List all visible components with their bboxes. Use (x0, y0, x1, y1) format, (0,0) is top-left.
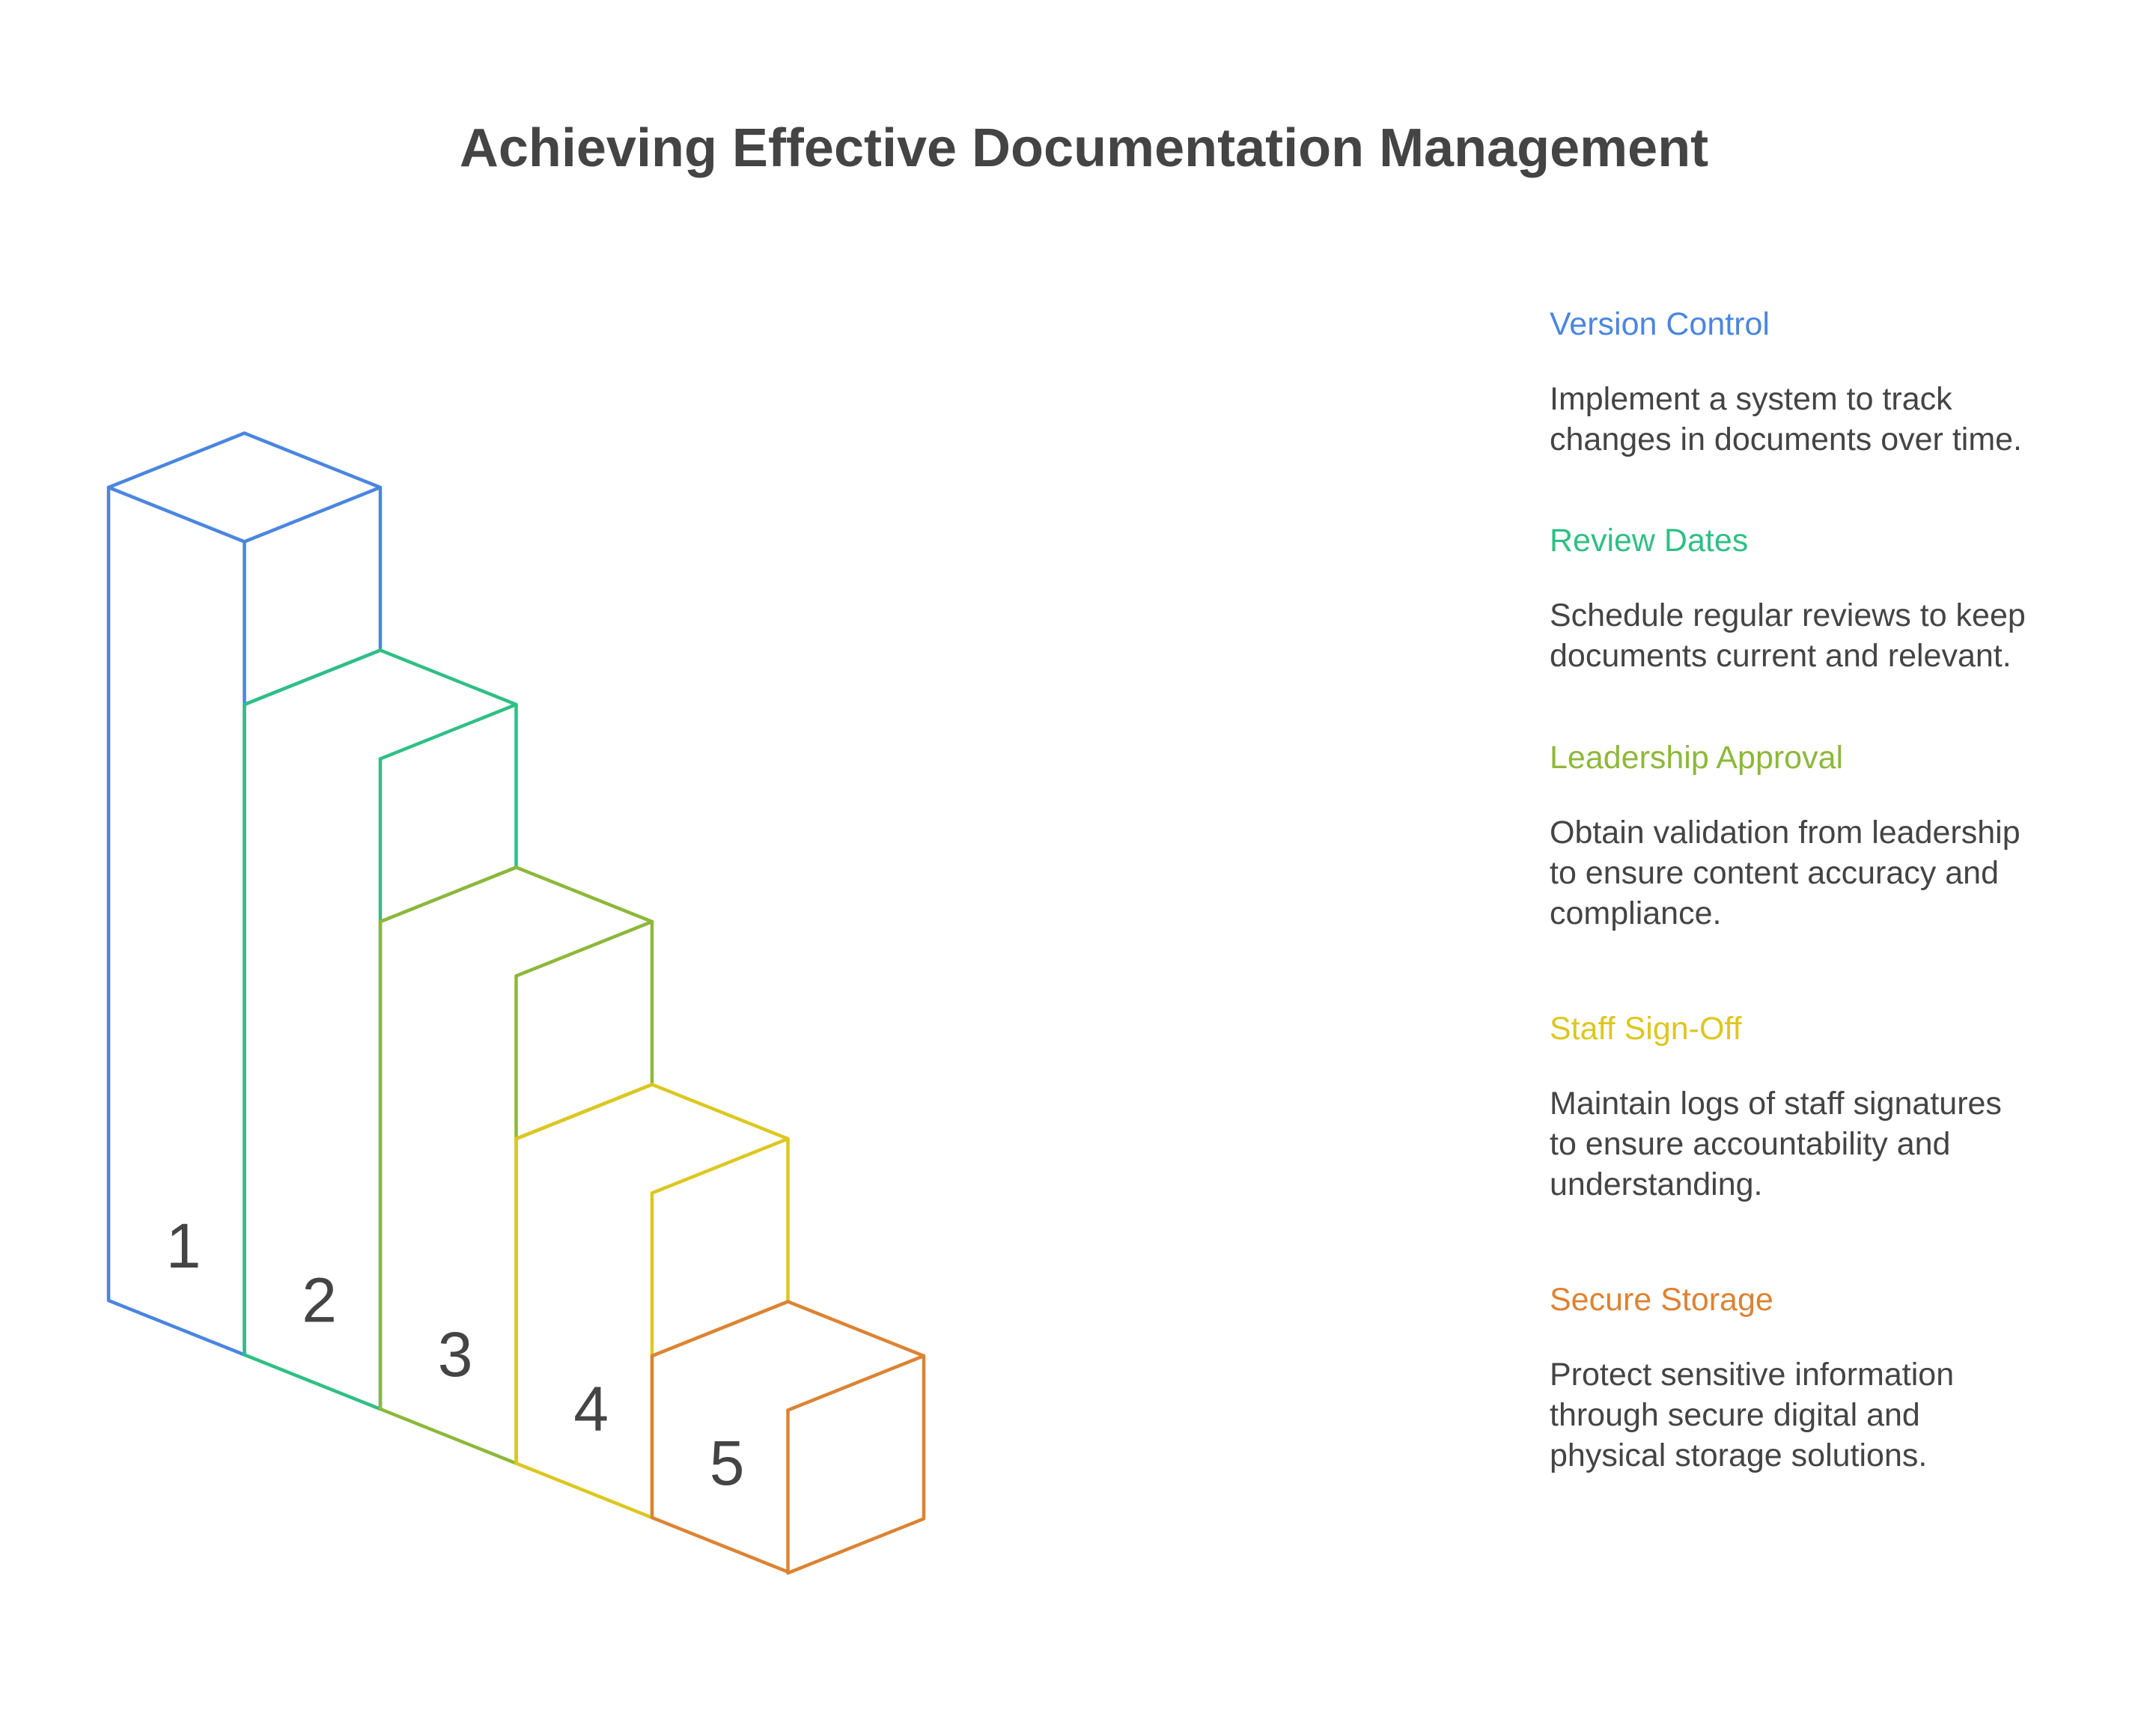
step-1-heading: Version Control (1550, 306, 1770, 342)
step-1-description-line: Implement a system to track (1550, 381, 1952, 417)
step-3-heading: Leadership Approval (1550, 740, 1843, 776)
step-5-description-line: physical storage solutions. (1550, 1438, 1927, 1473)
step-5-tread-left (650, 1300, 790, 1358)
step-3-side-face (514, 919, 654, 1141)
step-3-tread (514, 865, 654, 978)
step-1-top-face (106, 431, 383, 544)
step-2-tread (378, 648, 518, 761)
step-4-heading: Staff Sign-Off (1550, 1011, 1743, 1047)
step-4-tread-left (514, 1083, 654, 1141)
step-5-side-face (786, 1354, 926, 1575)
step-2-description-line: Schedule regular reviews to keep (1550, 597, 2026, 633)
step-2-side-face (378, 702, 518, 924)
step-3-tread-left (378, 865, 518, 924)
step-5-front-face (650, 1354, 790, 1574)
step-3-description-line: to ensure content accuracy and (1550, 855, 1999, 891)
step-4-description-line: understanding. (1550, 1166, 1763, 1202)
step-4-number: 4 (573, 1374, 609, 1444)
step-5-description-line: through secure digital and (1550, 1397, 1920, 1433)
step-1-side-face (243, 485, 383, 707)
step-1-description-line: changes in documents over time. (1550, 422, 2022, 457)
step-4-front-face (514, 1137, 654, 1520)
step-4-description-line: to ensure accountability and (1550, 1126, 1950, 1162)
diagram-title: Achieving Effective Documentation Manage… (460, 118, 1708, 178)
step-3-number: 3 (438, 1319, 473, 1390)
step-4-description-line: Maintain logs of staff signatures (1550, 1086, 2002, 1122)
step-4-tread (650, 1083, 790, 1195)
step-2-description-line: documents current and relevant. (1550, 638, 2012, 674)
step-5-heading: Secure Storage (1550, 1282, 1773, 1318)
step-5-number: 5 (710, 1428, 745, 1498)
step-2-tread-left (243, 648, 383, 707)
step-2-number: 2 (302, 1265, 337, 1336)
staircase: 1 2 3 4 5 (106, 431, 926, 1575)
step-1-number: 1 (166, 1211, 201, 1281)
step-4-side-face (650, 1137, 790, 1358)
step-5-tread (786, 1300, 926, 1412)
step-3-description-line: Obtain validation from leadership (1550, 815, 2021, 851)
step-5-description-line: Protect sensitive information (1550, 1357, 1954, 1393)
step-2-heading: Review Dates (1550, 523, 1748, 559)
step-3-description-line: compliance. (1550, 895, 1721, 931)
